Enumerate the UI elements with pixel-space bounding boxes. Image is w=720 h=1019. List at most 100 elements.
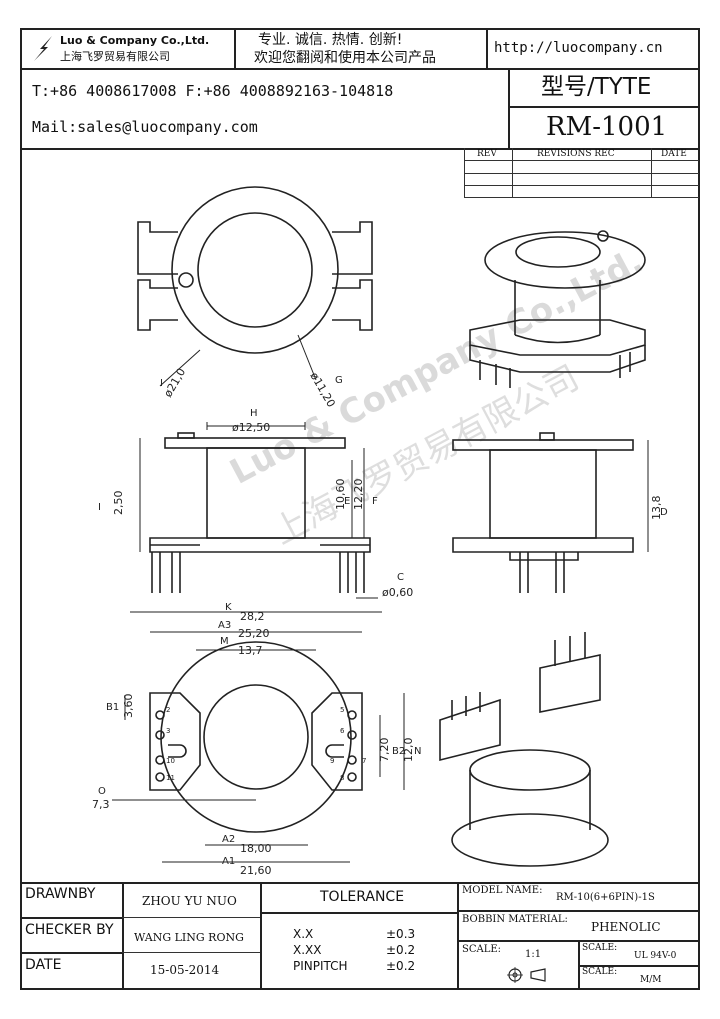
tb-hline-tol — [260, 912, 457, 914]
header-divider-type — [508, 106, 700, 108]
dim-bot-m: 13,7 — [238, 644, 263, 657]
tb-hline-2 — [20, 952, 122, 954]
dim-bot-a1: 21,60 — [240, 864, 272, 877]
pin-label-9: 9 — [330, 757, 334, 765]
tb-hline-r1 — [457, 910, 700, 912]
dim-bot-b2-tag: B2 — [392, 746, 405, 757]
dim-pin-dia-tag: C — [397, 572, 404, 583]
checker-label: CHECKER BY — [25, 922, 114, 938]
dim-top-outer-tag: I — [160, 378, 163, 389]
phone-fax: T:+86 4008617008 F:+86 4008892163-104818 — [32, 82, 394, 100]
side-view-left — [139, 422, 378, 599]
dim-bot-m-tag: M — [220, 636, 229, 647]
dim-side-inner-a-tag: E — [344, 496, 350, 507]
top-view — [137, 186, 373, 387]
header-vline-2 — [486, 28, 488, 68]
dim-side-left-height-tag: I — [98, 502, 101, 513]
dim-side-right-height-tag: D — [660, 507, 668, 518]
dim-bot-k-tag: K — [225, 602, 232, 613]
tol-xxx-label: X.XX — [293, 943, 322, 957]
dim-side-top-width: ø12,50 — [232, 421, 270, 434]
tol-pinpitch-label: PINPITCH — [293, 959, 348, 973]
dim-top-inner-tag: G — [335, 375, 343, 386]
scale-label: SCALE: — [462, 944, 502, 955]
title-block-top — [20, 882, 700, 884]
revisions-table: REV REVISIONS REC DATE — [464, 148, 699, 198]
header-vline-3 — [508, 68, 510, 148]
bottom-view — [112, 611, 405, 863]
pin-label-7: 7 — [362, 757, 366, 765]
dim-bot-a3-tag: A3 — [218, 620, 231, 631]
company-name-en: Luo & Company Co.,Ltd. — [60, 34, 210, 47]
tb-vline-1 — [122, 882, 124, 990]
tb-hline-r3 — [578, 965, 700, 967]
dim-side-top-width-tag: H — [250, 408, 258, 419]
dim-bot-k: 28,2 — [240, 610, 265, 623]
dim-bot-b2: 7,20 — [378, 738, 391, 763]
scale3-label: SCALE: — [582, 967, 618, 977]
header-divider-1 — [20, 68, 508, 70]
tol-xx-label: X.X — [293, 927, 314, 941]
date-col-header: DATE — [661, 149, 687, 159]
pin-label-5: 5 — [340, 706, 344, 714]
pin-label-8: 8 — [340, 774, 344, 782]
tb-vline-2 — [260, 882, 262, 990]
model-name-value: RM-10(6+6PIN)-1S — [556, 892, 655, 903]
projection-symbol-icon — [507, 967, 546, 983]
dim-bot-b1: 3,60 — [122, 694, 135, 719]
date-label: DATE — [25, 957, 62, 973]
checker-value: WANG LING RONG — [134, 931, 244, 944]
dim-bot-b1-tag: B1 — [106, 702, 119, 713]
tolerance-label: TOLERANCE — [320, 889, 405, 905]
slogan-line-1: 专业. 诚信. 热情. 创新! — [258, 32, 403, 48]
tb-hline-1 — [20, 917, 122, 919]
dim-top-outer: ø21,0 — [161, 366, 188, 400]
technical-drawing: ø21,0 I ø11,20 G ø12,50 H 2,50 I 10,60 E… — [92, 186, 668, 877]
header-vline-1 — [234, 28, 236, 68]
scale2-label: SCALE: — [582, 943, 618, 953]
company-name-cn: 上海飞罗贸易有限公司 — [60, 50, 170, 63]
dim-side-inner-b-tag: F — [372, 496, 378, 507]
mail-address[interactable]: Mail:sales@luocompany.com — [32, 118, 258, 136]
scale-value: 1:1 — [525, 949, 542, 960]
dim-top-inner: ø11,20 — [307, 370, 337, 410]
drawing-frame — [20, 28, 700, 990]
dim-side-left-height: 2,50 — [112, 491, 125, 516]
scale3-value: M/M — [640, 975, 662, 985]
pin-label-6: 6 — [340, 727, 345, 735]
tol-xxx-value: ±0.2 — [386, 943, 416, 957]
tol-pinpitch-value: ±0.2 — [386, 959, 416, 973]
dim-bot-a3: 25,20 — [238, 627, 270, 640]
dim-bot-a2-tag: A2 — [222, 834, 235, 845]
company-logo-icon — [34, 36, 52, 61]
tb-vline-3 — [457, 882, 459, 990]
dim-bot-a1-tag: A1 — [222, 856, 235, 867]
dim-side-inner-a: 10,60 — [334, 479, 347, 511]
tb-hline-2b — [122, 952, 260, 953]
dim-pin-dia: ø0,60 — [382, 586, 413, 599]
dim-side-right-height: 13,8 — [650, 496, 663, 521]
dim-side-inner-b: 12,20 — [352, 479, 365, 511]
revisions-col-header: REVISIONS REC — [537, 149, 615, 159]
website-link[interactable]: http://luocompany.cn — [494, 40, 663, 56]
tb-vline-r — [578, 940, 580, 990]
drawnby-label: DRAWNBY — [25, 886, 96, 902]
bobbin-material-value: PHENOLIC — [591, 920, 661, 934]
slogan-line-2: 欢迎您翻阅和使用本公司产品 — [254, 50, 436, 66]
pin-label-2: 2 — [166, 706, 170, 714]
model-code: RM-1001 — [546, 112, 668, 142]
dim-bot-n: 12,0 — [402, 738, 415, 763]
dim-bot-a2: 18,00 — [240, 842, 272, 855]
scale2-value: UL 94V-0 — [634, 951, 677, 961]
pin-label-10: 10 — [166, 757, 175, 765]
pin-label-11: 11 — [166, 774, 175, 782]
rev-col-header: REV — [477, 149, 497, 159]
date-value: 15-05-2014 — [150, 963, 220, 977]
isometric-view-top — [469, 230, 646, 388]
tb-hline-1b — [122, 917, 260, 918]
pin-label-3: 3 — [166, 727, 170, 735]
dim-bot-o: 7,3 — [92, 798, 110, 811]
dim-bot-o-tag: O — [98, 786, 106, 797]
side-view-right — [452, 432, 649, 593]
drawnby-value: ZHOU YU NUO — [142, 894, 237, 908]
